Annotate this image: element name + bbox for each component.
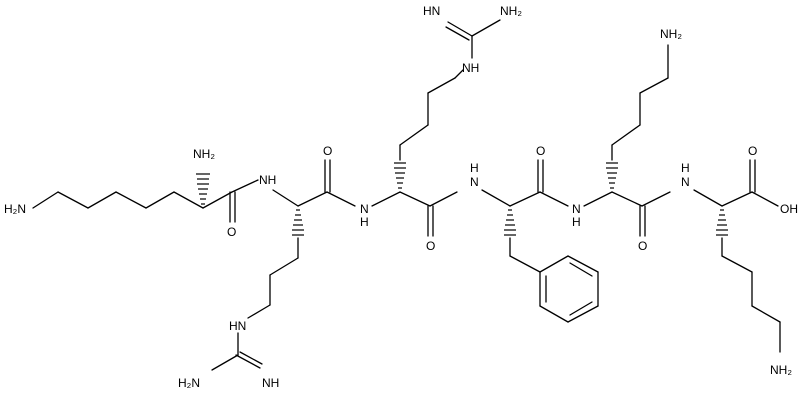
atom-label: N <box>470 175 479 189</box>
atom-label: N <box>681 175 690 189</box>
bond <box>173 191 204 209</box>
bond <box>539 191 569 207</box>
bond <box>399 124 429 146</box>
bond <box>427 77 456 94</box>
bond <box>297 191 328 207</box>
atom-label: HN <box>423 4 440 18</box>
atom-label: NH₂ <box>770 363 792 377</box>
bond <box>509 191 541 207</box>
atom-label: H₂N <box>178 376 200 390</box>
atom-label: O <box>536 144 545 158</box>
bond <box>371 191 401 207</box>
bond <box>235 354 261 369</box>
bond <box>721 255 753 273</box>
benzene-ring <box>539 255 599 323</box>
stereo-hash <box>716 209 728 236</box>
atom-label: HN <box>229 319 246 333</box>
bond <box>429 191 458 207</box>
bond <box>641 191 671 207</box>
bond <box>445 26 470 41</box>
atom-label: NH <box>259 173 276 187</box>
bond <box>57 191 89 209</box>
bond <box>751 191 779 207</box>
atom-label: NH₂ <box>500 4 522 18</box>
bond <box>269 257 299 276</box>
atom-label: H₂N <box>4 202 26 216</box>
bond <box>751 305 781 323</box>
bond <box>481 189 511 207</box>
atom-label: NH₂ <box>193 147 215 161</box>
atom-label: H <box>360 215 369 229</box>
phenylalanine: H N O <box>470 144 599 323</box>
bond <box>202 191 233 209</box>
bond <box>611 124 641 146</box>
atom-label: NH <box>462 61 479 75</box>
stereo-hash <box>504 209 516 236</box>
bond <box>721 191 753 207</box>
atom-label: OH <box>780 202 798 216</box>
bond <box>272 189 299 207</box>
lysine-2: N H NH₂ O <box>572 27 682 253</box>
bond <box>399 191 431 207</box>
arginine-2: N H NH HN NH₂ O <box>360 4 522 253</box>
atom-label: H <box>681 161 690 175</box>
atom-label: H <box>470 161 479 175</box>
stereo-hash <box>292 209 304 236</box>
atom-label: O <box>227 225 236 239</box>
bond <box>509 255 541 273</box>
bond <box>611 191 643 207</box>
bond <box>32 191 59 209</box>
bond <box>639 77 669 94</box>
atom-label: H <box>572 215 581 229</box>
bond <box>326 191 356 207</box>
bond <box>87 191 117 209</box>
atom-label: N <box>572 202 581 216</box>
bond <box>115 191 147 209</box>
bond <box>239 351 263 365</box>
bond <box>145 191 175 209</box>
atom-label: N <box>360 202 369 216</box>
lysine-1: H₂N NH₂ O <box>4 147 259 239</box>
bond <box>454 69 464 79</box>
bond <box>447 21 473 37</box>
bond <box>211 354 239 371</box>
atom-label: O <box>748 144 757 158</box>
arginine-1: NH HN H₂N NH O <box>178 144 356 390</box>
atom-label: O <box>323 144 332 158</box>
atom-label: O <box>426 239 435 253</box>
bond <box>693 189 723 207</box>
stereo-hash <box>606 162 618 189</box>
lysine-3: H N NH₂ O OH <box>681 144 798 377</box>
bond <box>247 304 271 319</box>
atom-label: NH <box>262 376 279 390</box>
stereo-hash <box>394 162 406 189</box>
bond <box>583 191 613 207</box>
stereo-hash <box>196 173 210 205</box>
atom-label: NH₂ <box>660 27 682 41</box>
bond <box>471 19 501 37</box>
atom-label: O <box>638 239 647 253</box>
bond <box>231 179 259 193</box>
